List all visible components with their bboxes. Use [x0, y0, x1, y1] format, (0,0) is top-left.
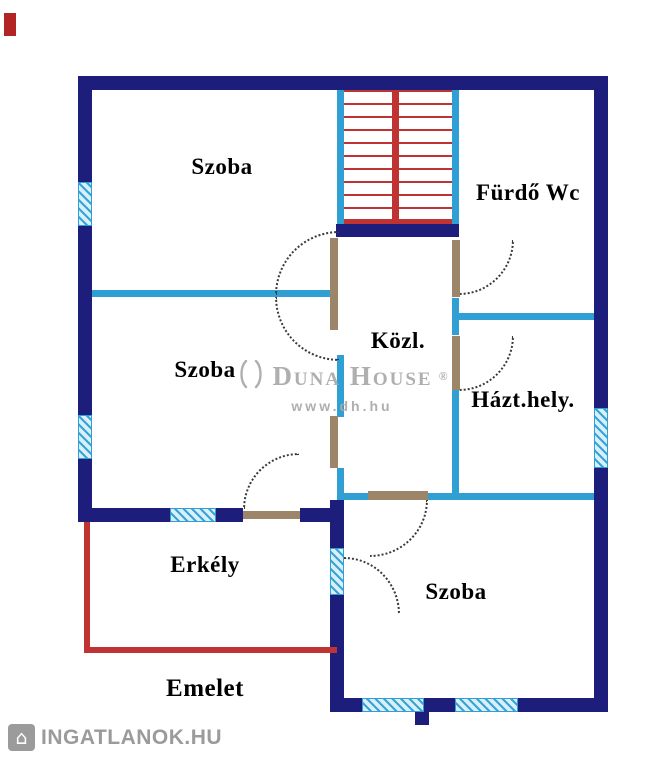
room-label-szoba-top-left: Szoba [191, 154, 253, 179]
door-arc-utility [459, 336, 514, 391]
room-label-kozlekedo: Közl. [370, 328, 426, 353]
window-bottom-1 [362, 698, 424, 712]
interior-wall-corridor-right-lower [452, 390, 459, 493]
logo-text: INGATLANOK.HU [41, 725, 223, 749]
window-right [594, 408, 608, 468]
room-label-erkely: Erkély [170, 552, 240, 577]
interior-wall-corridor-right-mid [452, 298, 459, 335]
watermark: Duna House ® www.dh.hu [222, 358, 462, 414]
window-bottom-2 [455, 698, 518, 712]
laurel-wreath-icon [236, 358, 266, 395]
window-left-upper [78, 182, 92, 226]
interior-wall-corridor-left-lower [337, 468, 344, 500]
balcony-wall-left [84, 522, 90, 653]
room-label-haztartasi: Házt.hely. [471, 387, 575, 412]
door-leaf-corridor-lower [330, 416, 338, 468]
door-leaf-corridor-upper [330, 238, 338, 330]
interior-wall-corridor-bottom-a [337, 493, 368, 500]
interior-wall-corridor-bottom-b [428, 493, 594, 500]
watermark-brand: Duna House [272, 361, 433, 391]
door-arc-bottom-room-a [370, 500, 428, 557]
interior-wall-left-rooms-divider [92, 290, 337, 297]
interior-wall-corridor-left-mid [337, 355, 344, 417]
wall-bottom-room-left [330, 500, 344, 712]
ingatlanok-logo: INGATLANOK.HU [8, 724, 222, 751]
room-label-furdo-wc: Fürdő Wc [476, 180, 580, 205]
window-bottom-room-left [330, 548, 344, 595]
house-icon [8, 724, 35, 751]
wall-right [594, 76, 608, 712]
room-label-szoba-middle-left: Szoba [174, 357, 236, 382]
door-arc-balcony [243, 453, 299, 509]
floor-label: Emelet [166, 675, 244, 702]
watermark-url: www.dh.hu [291, 398, 393, 414]
window-left-lower [78, 415, 92, 459]
wall-under-stairs [336, 224, 459, 237]
door-leaf-bottom-room [368, 491, 428, 500]
interior-wall-corridor-left-upper [337, 90, 344, 224]
door-leaf-bathroom [452, 240, 460, 297]
balcony-wall-bottom [84, 647, 337, 653]
door-arc-bathroom [459, 240, 514, 295]
wall-top [78, 76, 608, 90]
stairs [344, 90, 452, 224]
room-label-szoba-bottom: Szoba [425, 579, 487, 604]
interior-wall-corridor-right-upper [452, 90, 459, 224]
window-balcony-wall [170, 508, 216, 522]
door-leaf-balcony [243, 511, 300, 519]
red-bookmark-marker [4, 13, 16, 36]
wall-bottom-stub [415, 712, 429, 725]
interior-wall-bath-utility-divider [459, 313, 594, 320]
door-leaf-utility [452, 336, 460, 390]
door-arc-bottom-room-b [344, 557, 400, 614]
watermark-registered-mark: ® [438, 369, 448, 383]
stairs-divider [392, 90, 399, 219]
